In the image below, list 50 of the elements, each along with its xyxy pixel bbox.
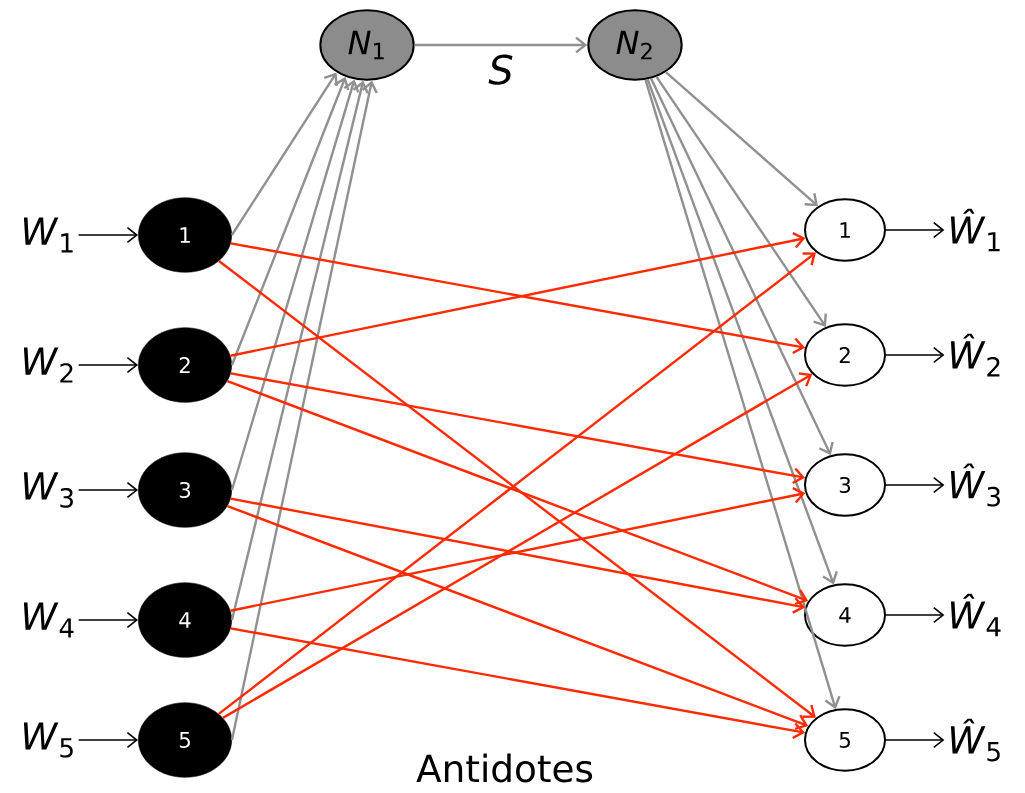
edge-label: S [486, 53, 516, 87]
arrow [885, 606, 945, 624]
arrow [885, 346, 945, 364]
arrow [77, 611, 139, 629]
message-label: W$_{3}$ [23, 472, 73, 508]
arrow [414, 36, 588, 54]
estimate-label: Ŵ$_{3}$ [950, 463, 1000, 507]
arrow [230, 76, 350, 366]
estimate-label: Ŵ$_{1}$ [950, 208, 1000, 252]
arrow [885, 476, 945, 494]
open-circle-node: 2 [804, 323, 886, 387]
arrow [227, 504, 809, 731]
estimate-label: Ŵ$_{4}$ [950, 593, 1001, 637]
arrow [230, 79, 360, 491]
open-circle-node: 3 [804, 453, 886, 517]
open-circle-node: 4 [804, 583, 886, 647]
arrow [230, 80, 378, 741]
estimate-label: Ŵ$_{2}$ [950, 333, 1000, 377]
arrow [885, 731, 945, 749]
filled-circle-node: 3 [138, 452, 232, 528]
arrow [649, 78, 834, 456]
arrow [230, 72, 338, 236]
caption-label: Antidotes [416, 753, 593, 783]
open-circle-node: 1 [804, 198, 886, 262]
arrow [222, 372, 813, 719]
message-label: W$_{1}$ [23, 217, 73, 253]
arrow [665, 71, 818, 207]
arrow [77, 226, 139, 244]
arrow [655, 76, 827, 327]
arrow [227, 379, 809, 606]
filled-circle-node: 5 [138, 702, 232, 778]
filled-circle-node: 4 [138, 582, 232, 658]
arrow [230, 372, 806, 484]
arrow [885, 221, 945, 239]
arrow [644, 79, 841, 710]
arrow [646, 78, 838, 585]
arrow [230, 80, 369, 621]
message-label: W$_{2}$ [23, 347, 73, 383]
arrow [230, 627, 806, 739]
circle-node: N$_{1}$ [319, 9, 415, 81]
filled-circle-node: 2 [138, 327, 232, 403]
message-label: W$_{4}$ [23, 602, 74, 638]
open-circle-node: 5 [804, 708, 886, 772]
arrow [77, 356, 139, 374]
estimate-label: Ŵ$_{5}$ [950, 718, 1000, 762]
message-label: W$_{5}$ [23, 722, 73, 758]
circle-node: N$_{2}$ [587, 9, 683, 81]
arrow [77, 731, 139, 749]
arrow [77, 481, 139, 499]
filled-circle-node: 1 [138, 197, 232, 273]
